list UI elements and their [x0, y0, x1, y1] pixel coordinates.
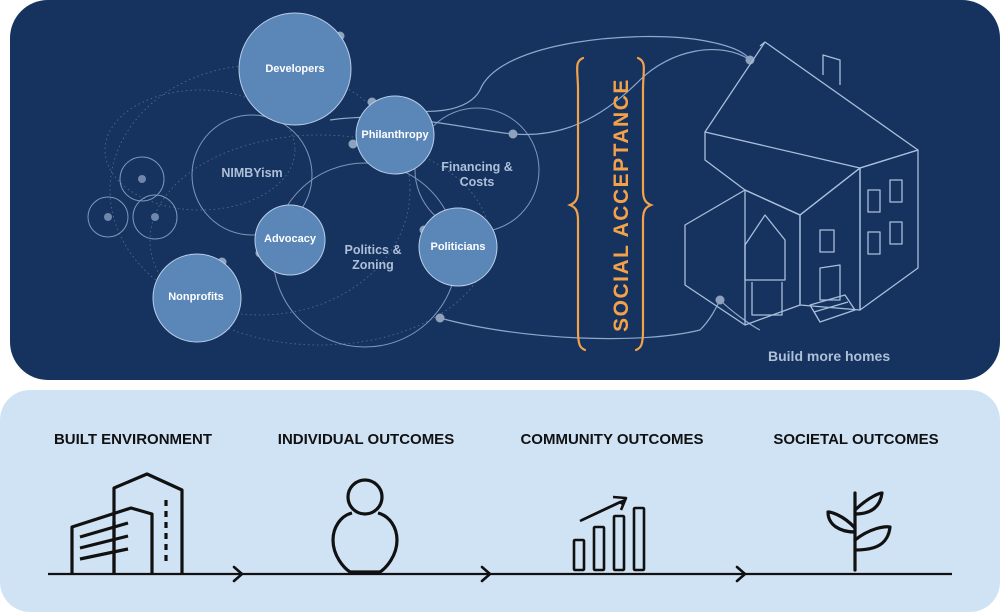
actor-label-politicians: Politicians	[430, 241, 486, 253]
chevron-right-icon	[480, 565, 492, 583]
actor-label-developers: Developers	[265, 63, 325, 75]
politicians-bubble	[418, 207, 498, 287]
sprout-icon	[826, 491, 892, 572]
building-icon	[70, 472, 184, 574]
stage-title-community-outcomes: COMMUNITY OUTCOMES	[520, 431, 704, 448]
outcomes-timeline	[48, 472, 952, 583]
stage-title-societal-outcomes: SOCIETAL OUTCOMES	[773, 431, 939, 448]
bottom-panel: BUILT ENVIRONMENT INDIVIDUAL OUTCOMES CO…	[0, 390, 1000, 612]
house-icon	[684, 41, 919, 326]
factor-label-politics-line2: Zoning	[352, 258, 394, 272]
stage-title-built-environment: BUILT ENVIRONMENT	[53, 431, 213, 448]
top-panel: Developers Philanthropy Advocacy Politic…	[10, 0, 1000, 380]
factor-label-nimbyism: NIMBYism	[221, 166, 283, 180]
stage-title-individual-outcomes: INDIVIDUAL OUTCOMES	[277, 431, 455, 448]
person-icon	[331, 478, 399, 574]
nimbyism-circle	[191, 114, 313, 236]
advocacy-bubble	[254, 204, 326, 276]
chevron-right-icon	[232, 565, 244, 583]
social-acceptance-label: SOCIAL ACCEPTANCE	[610, 78, 633, 332]
actor-label-nonprofits: Nonprofits	[168, 291, 224, 303]
factor-label-politics-line1: Politics &	[344, 243, 402, 257]
factor-label-financing-line1: Financing &	[441, 160, 513, 174]
acceptance-braces	[567, 56, 654, 352]
philanthropy-bubble	[355, 95, 435, 175]
actor-label-advocacy: Advocacy	[264, 233, 316, 245]
chevron-right-icon	[735, 565, 747, 583]
factor-label-financing-line2: Costs	[459, 175, 495, 189]
factor-label-financing: Financing & Costs	[417, 160, 537, 190]
factor-label-politics: Politics & Zoning	[313, 243, 433, 273]
build-more-homes-label: Build more homes	[768, 348, 891, 364]
actor-label-philanthropy: Philanthropy	[361, 129, 429, 141]
ecosystem-diagram	[87, 12, 919, 352]
nonprofits-bubble	[152, 253, 242, 343]
developers-bubble	[238, 12, 352, 126]
growth-chart-icon	[572, 495, 646, 572]
